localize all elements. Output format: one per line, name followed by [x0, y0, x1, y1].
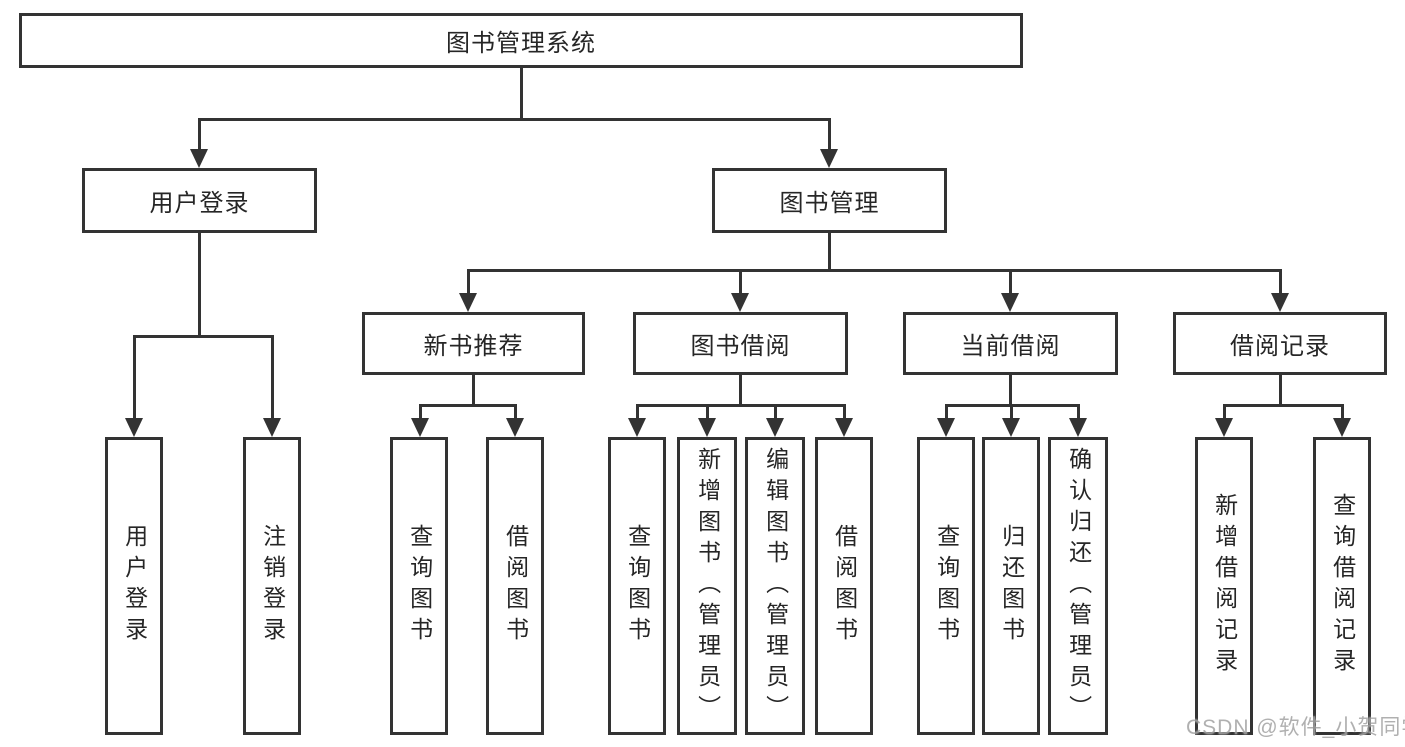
leaf-borrow-books-borrowing: 借阅图书 [815, 437, 873, 735]
connector-line [828, 120, 831, 151]
connector-line [945, 404, 1080, 407]
leaf-add-books-admin: 新增图书（管理员） [677, 437, 737, 735]
arrow-down-icon [1002, 418, 1020, 437]
arrow-down-icon [835, 418, 853, 437]
arrow-down-icon [628, 418, 646, 437]
leaf-label: 查询图书 [406, 524, 433, 648]
arrow-down-icon [1271, 293, 1289, 312]
connector-line [198, 233, 201, 337]
connector-line [419, 404, 517, 407]
leaf-query-books-current: 查询图书 [917, 437, 975, 735]
arrow-down-icon [506, 418, 524, 437]
arrow-down-icon [820, 149, 838, 168]
leaf-borrow-books-recommend: 借阅图书 [486, 437, 544, 735]
connector-line [198, 118, 831, 121]
leaf-label: 借阅图书 [831, 524, 858, 648]
node-new-book-recommendation: 新书推荐 [362, 312, 585, 375]
leaf-label: 归还图书 [998, 524, 1025, 648]
leaf-add-borrow-record: 新增借阅记录 [1195, 437, 1253, 735]
leaf-label: 新增图书（管理员） [694, 446, 721, 726]
leaf-label: 借阅图书 [502, 524, 529, 648]
leaf-label: 编辑图书（管理员） [762, 446, 789, 726]
leaf-query-books-borrowing: 查询图书 [608, 437, 666, 735]
connector-line [739, 271, 742, 295]
connector-line [198, 120, 201, 151]
node-borrowing-records: 借阅记录 [1173, 312, 1387, 375]
leaf-edit-books-admin: 编辑图书（管理员） [745, 437, 805, 735]
arrow-down-icon [263, 418, 281, 437]
arrow-down-icon [1069, 418, 1087, 437]
connector-line [1223, 404, 1344, 407]
arrow-down-icon [698, 418, 716, 437]
leaf-logout: 注销登录 [243, 437, 301, 735]
connector-line [1010, 406, 1013, 418]
leaf-label: 新增借阅记录 [1211, 493, 1238, 679]
leaf-label: 查询图书 [624, 524, 651, 648]
arrow-down-icon [766, 418, 784, 437]
leaf-label: 确认归还（管理员） [1065, 446, 1092, 726]
leaf-query-books-recommend: 查询图书 [390, 437, 448, 735]
leaf-confirm-return-admin: 确认归还（管理员） [1048, 437, 1108, 735]
connector-line [843, 406, 846, 418]
arrow-down-icon [190, 149, 208, 168]
node-book-management: 图书管理 [712, 168, 947, 233]
connector-line [271, 337, 274, 419]
connector-line [1279, 271, 1282, 295]
arrow-down-icon [937, 418, 955, 437]
leaf-label: 注销登录 [259, 524, 286, 648]
connector-line [739, 375, 742, 406]
connector-line [706, 406, 709, 418]
node-library-management-system: 图书管理系统 [19, 13, 1023, 68]
connector-line [514, 406, 517, 418]
watermark: CSDN @软件_小贺同学 [1186, 716, 1405, 739]
leaf-label: 用户登录 [121, 524, 148, 648]
connector-line [419, 406, 422, 418]
arrow-down-icon [731, 293, 749, 312]
node-book-borrowing: 图书借阅 [633, 312, 848, 375]
connector-line [636, 406, 639, 418]
leaf-return-books: 归还图书 [982, 437, 1040, 735]
leaf-label: 查询借阅记录 [1329, 493, 1356, 679]
connector-line [945, 406, 948, 418]
connector-line [1009, 375, 1012, 406]
connector-line [472, 375, 475, 406]
connector-line [828, 233, 831, 271]
connector-line [1279, 375, 1282, 406]
arrow-down-icon [411, 418, 429, 437]
connector-line [636, 404, 846, 407]
node-current-borrowing: 当前借阅 [903, 312, 1118, 375]
arrow-down-icon [1333, 418, 1351, 437]
connector-line [1009, 271, 1012, 295]
arrow-down-icon [1215, 418, 1233, 437]
leaf-user-login: 用户登录 [105, 437, 163, 735]
connector-line [133, 337, 136, 419]
leaf-label: 查询图书 [933, 524, 960, 648]
connector-line [1341, 406, 1344, 418]
arrow-down-icon [1001, 293, 1019, 312]
connector-line [467, 269, 1282, 272]
node-user-login: 用户登录 [82, 168, 317, 233]
connector-line [1077, 406, 1080, 418]
connector-line [1223, 406, 1226, 418]
arrow-down-icon [125, 418, 143, 437]
connector-line [520, 68, 523, 120]
connector-line [774, 406, 777, 418]
arrow-down-icon [459, 293, 477, 312]
leaf-query-borrow-record: 查询借阅记录 [1313, 437, 1371, 735]
connector-line [133, 335, 274, 338]
connector-line [467, 271, 470, 295]
